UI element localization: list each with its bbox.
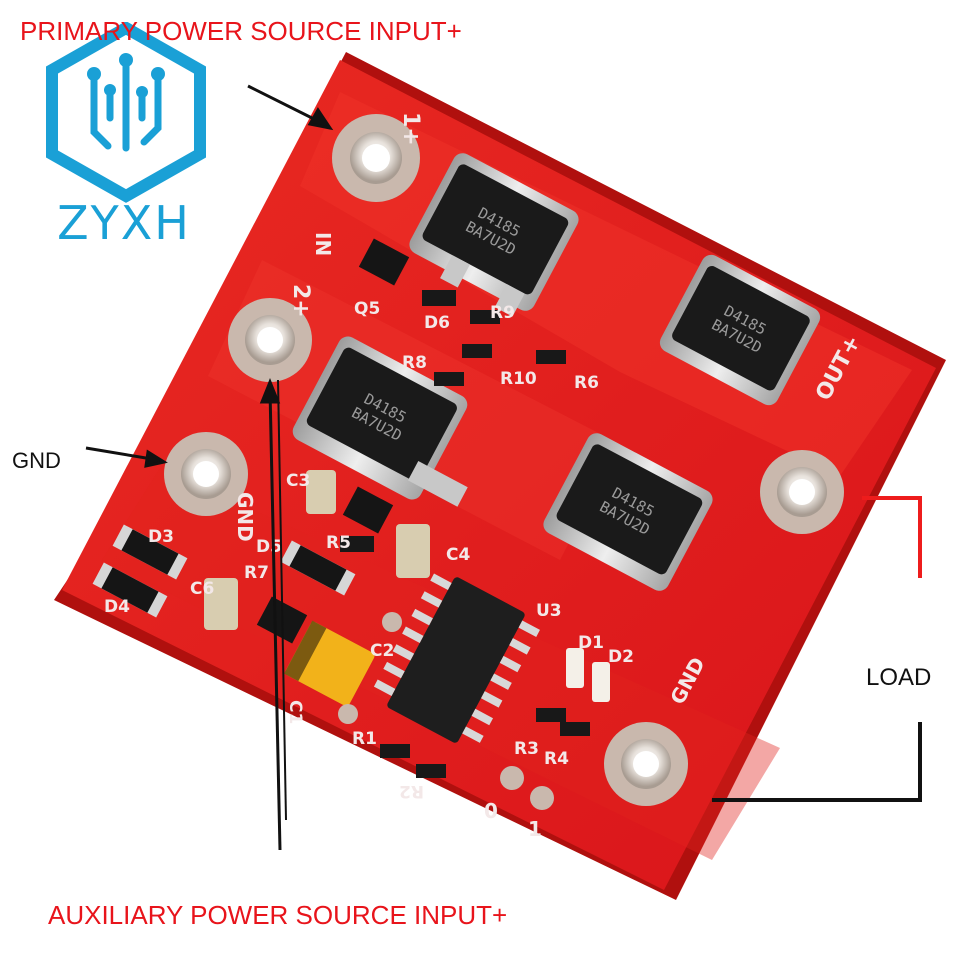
- silk-in: IN: [311, 232, 335, 256]
- terminal-2-plus: [228, 298, 312, 382]
- arrow-auxiliary: [259, 377, 287, 851]
- diode-d4: [92, 562, 168, 618]
- transistor-q5: [358, 238, 410, 286]
- terminal-1-plus: [332, 114, 420, 202]
- pad-1: [530, 786, 554, 810]
- brand-logo: [46, 22, 206, 203]
- via-hole-bottom: [338, 704, 358, 724]
- capacitor-c6: [204, 578, 238, 630]
- silk-pin-1: 1: [528, 817, 542, 841]
- silk-c6: C6: [190, 579, 214, 599]
- arrow-primary: [247, 84, 334, 131]
- transistor-near-c3: [342, 486, 394, 534]
- silk-r8: R8: [402, 353, 427, 373]
- load-wire-positive: [862, 496, 922, 578]
- silk-r7: R7: [244, 563, 269, 583]
- diode-d3: [112, 524, 188, 580]
- capacitor-c4: [396, 524, 430, 578]
- logo-wordmark: ZYXH: [57, 196, 191, 250]
- silk-gnd-left: GND: [233, 492, 257, 542]
- silk-r3: R3: [514, 739, 539, 759]
- silk-c2: C2: [370, 641, 394, 661]
- silk-2-plus: 2+: [288, 284, 313, 318]
- silk-pin-0: 0: [484, 799, 498, 823]
- silk-d6: D6: [424, 313, 450, 333]
- silk-r10: R10: [500, 369, 537, 389]
- load-label: LOAD: [866, 664, 932, 691]
- silk-r6: R6: [574, 373, 599, 393]
- led-d1: [566, 648, 584, 688]
- silk-r1: R1: [352, 729, 377, 749]
- capacitor-c1: [284, 620, 375, 706]
- auxiliary-input-label: AUXILIARY POWER SOURCE INPUT+: [48, 900, 508, 930]
- terminal-gnd-left: [164, 432, 248, 516]
- silk-c4: C4: [446, 545, 470, 565]
- via-hole-left: [382, 612, 402, 632]
- silk-r2: R2: [399, 781, 424, 801]
- terminal-out-plus: [760, 450, 844, 534]
- terminal-gnd-right: [604, 722, 688, 806]
- silk-c3: C3: [286, 471, 310, 491]
- led-d2: [592, 662, 610, 702]
- silk-r5: R5: [326, 533, 351, 553]
- diode-d5: [280, 540, 356, 596]
- arrow-gnd: [85, 446, 168, 468]
- small-smd-parts: [340, 290, 590, 778]
- silk-r9: R9: [490, 303, 515, 323]
- pad-0: [500, 766, 524, 790]
- silk-d5: D5: [256, 537, 282, 557]
- silk-r4: R4: [544, 749, 569, 769]
- silk-d2: D2: [608, 647, 634, 667]
- circuit-nodes-icon: [87, 53, 165, 98]
- silk-c1: C1: [285, 700, 305, 724]
- silk-d3: D3: [148, 527, 174, 547]
- gnd-label: GND: [12, 448, 61, 473]
- silk-1-plus: 1+: [398, 112, 423, 146]
- primary-input-label: PRIMARY POWER SOURCE INPUT+: [20, 16, 462, 46]
- silk-q5: Q5: [354, 299, 380, 319]
- capacitor-c3: [306, 470, 336, 514]
- silk-u3: U3: [536, 601, 562, 621]
- silk-d1: D1: [578, 633, 604, 653]
- load-wire-negative: [712, 722, 922, 802]
- ic-u3: [373, 573, 540, 743]
- silk-d4: D4: [104, 597, 130, 617]
